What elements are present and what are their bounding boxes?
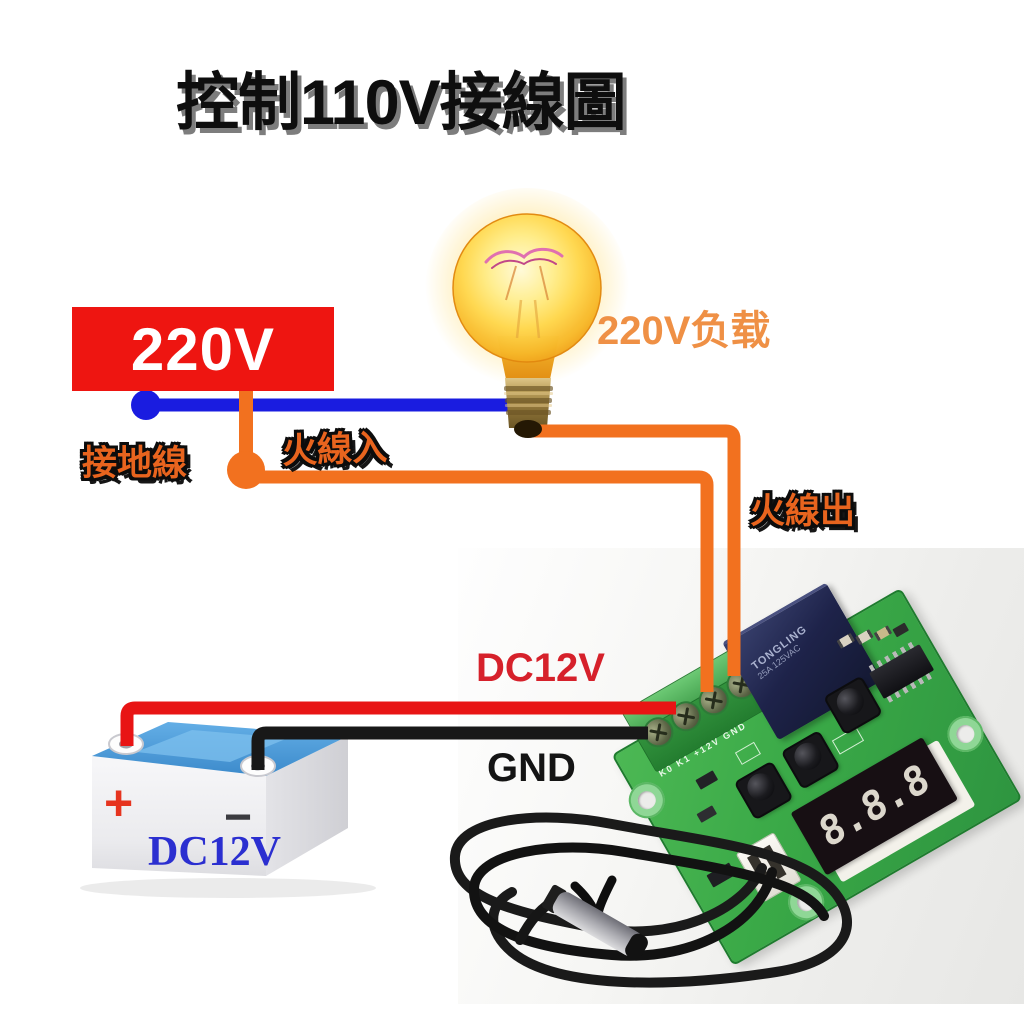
bulb-contact-tip [514, 420, 542, 438]
silk-outline [734, 741, 761, 765]
push-button-plus [783, 732, 838, 788]
gnd-wire-label: GND [487, 746, 576, 790]
relay-marking: 25A 125VAC [755, 642, 803, 682]
smd-regulator [706, 862, 736, 888]
battery-minus-mark: − [224, 791, 253, 844]
bulb-filament [484, 247, 564, 264]
source-220v-box: 220V [72, 307, 334, 391]
battery-plus-mark: + [104, 775, 134, 831]
battery-terminal-positive [108, 733, 144, 755]
dc12v-battery: + − DC12V [78, 690, 378, 902]
push-button-set [736, 763, 791, 818]
smd-transistor [696, 805, 718, 823]
dc12v-wire-label: DC12V [476, 646, 605, 690]
smd-resistor [855, 629, 874, 645]
source-voltage-label: 220V [130, 315, 276, 383]
smd-component [892, 622, 910, 638]
neutral-node-dot [131, 390, 161, 420]
battery-voltage-label: DC12V [148, 829, 281, 875]
smd-resistor [873, 625, 893, 642]
page-title: 控制110V接線圖 [176, 68, 627, 138]
load-label: 220V负载 [597, 309, 771, 353]
bulb-stem [515, 299, 541, 339]
light-bulb [425, 188, 629, 392]
battery-terminal-negative [240, 755, 276, 777]
live-wire-out-label: 火線出 [750, 492, 856, 531]
live-wire-in-label: 火線入 [281, 428, 388, 471]
smd-diode [695, 770, 719, 790]
ic-chip [869, 644, 935, 700]
bulb-screw-base [504, 378, 553, 428]
live-node-dot [227, 451, 265, 489]
ground-wire-label: 接地線 [82, 444, 188, 483]
